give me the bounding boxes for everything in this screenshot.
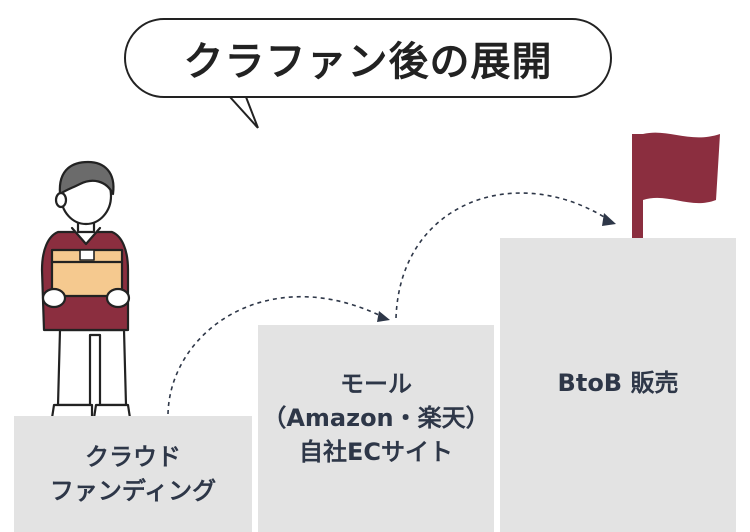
title-speech-bubble: クラファン後の展開	[124, 18, 612, 98]
step-label-line: BtoB 販売	[557, 369, 679, 397]
step-btob-sales: BtoB 販売	[500, 238, 736, 532]
person-holding-box-icon	[40, 160, 132, 420]
step-label-line: クラウド	[85, 443, 181, 471]
speech-bubble-tail	[226, 96, 259, 129]
arrow-head-icon	[377, 213, 616, 322]
step-label-line: 自社ECサイト	[298, 438, 453, 466]
step-label-line: モール	[340, 370, 412, 398]
page-title: クラファン後の展開	[183, 39, 553, 85]
step-label-line: ファンディング	[49, 477, 217, 505]
step-crowdfunding: クラウド ファンディング	[14, 416, 252, 532]
dashed-arrow-icon	[167, 192, 613, 415]
step-mall-ec: モール （Amazon・楽天） 自社ECサイト	[258, 325, 494, 532]
step-label-line: （Amazon・楽天）	[262, 404, 490, 432]
flag-icon	[632, 132, 720, 240]
